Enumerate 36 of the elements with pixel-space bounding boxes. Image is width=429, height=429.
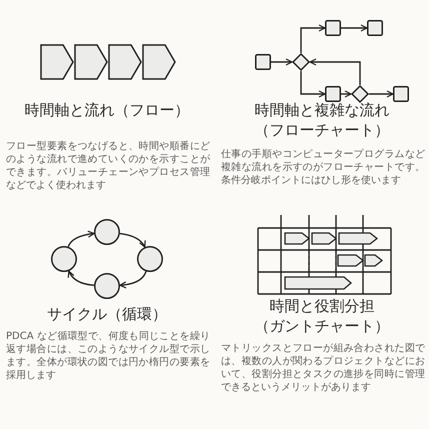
arrow bbox=[300, 24, 326, 53]
description-text: フロー型要素をつなげると、時間や順番にどのような流れで進めていくのかを示すことができます。バリューチェーンやプロセス管理などでよく使われます bbox=[6, 140, 210, 192]
diamond-shape bbox=[292, 53, 310, 71]
arrow bbox=[119, 271, 147, 288]
arrow bbox=[369, 90, 394, 98]
description-text: マトリックスとフローが組み合わされた図では、複数の人が関わるプロジェクトなどにおいて、役割分担とタスクの進捗を同時に管理できるというメリットがあります bbox=[221, 342, 425, 394]
panel-title: （ガントチャート） bbox=[254, 316, 390, 336]
box-shape bbox=[325, 86, 341, 102]
arrow bbox=[341, 24, 368, 32]
arrow bbox=[341, 90, 352, 98]
circle-shape bbox=[94, 219, 120, 245]
panel-title: （フローチャート） bbox=[254, 120, 390, 140]
box-shape bbox=[325, 20, 341, 36]
arrow bbox=[68, 230, 95, 247]
box-shape bbox=[367, 20, 383, 36]
circle-shape bbox=[51, 246, 77, 272]
chevron-shape bbox=[40, 44, 74, 80]
chevron-shape bbox=[108, 44, 142, 80]
arrow bbox=[309, 58, 361, 85]
arrow bbox=[120, 232, 146, 248]
chevron-shape bbox=[142, 44, 176, 80]
arrow bbox=[271, 58, 293, 66]
diamond-shape bbox=[351, 85, 369, 103]
panel-title: 時間と役割分担 bbox=[268, 296, 376, 316]
panel-title: 時間軸と流れ（フロー） bbox=[24, 100, 190, 120]
panel-title: 時間軸と複雑な流れ bbox=[254, 100, 390, 120]
box-shape bbox=[393, 86, 409, 102]
panel-title: サイクル（循環） bbox=[46, 304, 168, 324]
description-text: PDCA など循環型で、何度も同じことを繰り返す場合には、このようなサイクル型で示します。全体が環状の図では円か楕円の要素を採用します bbox=[6, 330, 210, 382]
arrow bbox=[68, 270, 94, 286]
arrow bbox=[300, 71, 326, 98]
circle-shape bbox=[94, 273, 120, 299]
description-text: 仕事の手順やコンピュータープログラムなど複雑な流れを示すのがフローチャートです。条件分岐ポイントにはひし形を使います bbox=[221, 148, 425, 187]
box-shape bbox=[255, 54, 271, 70]
chevron-shape bbox=[74, 44, 108, 80]
circle-shape bbox=[137, 246, 163, 272]
